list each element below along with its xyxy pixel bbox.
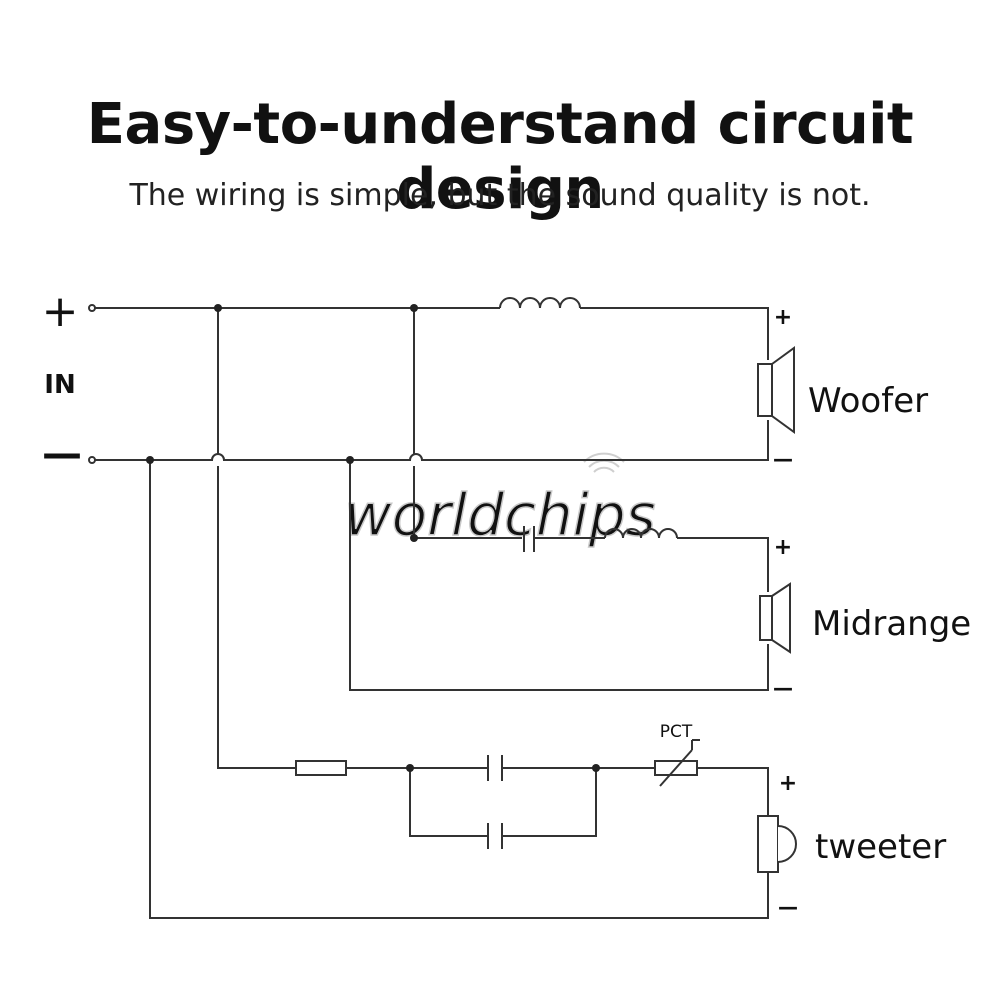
tweeter-plus-sign: + bbox=[779, 771, 797, 796]
junction-node bbox=[346, 456, 354, 464]
tweeter-minus-sign: — bbox=[778, 895, 798, 919]
input-plus-sign: + bbox=[42, 286, 79, 337]
midrange-label: Midrange bbox=[812, 604, 971, 644]
tweeter-parallel-wire bbox=[409, 768, 597, 837]
midrange-speaker-icon bbox=[759, 582, 791, 654]
woofer-plus-sign: + bbox=[774, 305, 792, 330]
midrange-wire-out bbox=[677, 537, 769, 592]
tweeter-return-wire bbox=[149, 460, 769, 919]
midrange-return-wire bbox=[349, 460, 769, 691]
junction-node bbox=[592, 764, 600, 772]
positive-bus-wire bbox=[95, 307, 769, 360]
woofer-speaker-icon bbox=[757, 346, 795, 434]
junction-node bbox=[214, 304, 222, 312]
input-minus-terminal bbox=[88, 456, 96, 464]
junction-node bbox=[410, 304, 418, 312]
page-subtitle: The wiring is simple, but the sound qual… bbox=[129, 178, 871, 213]
woofer-inductor bbox=[499, 297, 581, 309]
midrange-inductor bbox=[604, 528, 678, 539]
tweeter-capacitor-2 bbox=[487, 823, 503, 849]
tweeter-resistor bbox=[295, 760, 347, 776]
tweeter-capacitor-1 bbox=[487, 755, 503, 781]
input-minus-sign: — bbox=[42, 431, 82, 477]
woofer-label: Woofer bbox=[808, 381, 928, 421]
negative-bus-wire bbox=[95, 420, 769, 461]
pct-arrow-icon bbox=[659, 739, 700, 787]
tweeter-feed-wire bbox=[217, 308, 296, 769]
input-label: IN bbox=[44, 370, 75, 400]
page-title: Easy-to-understand circuit design bbox=[86, 92, 914, 222]
input-plus-terminal bbox=[88, 304, 96, 312]
tweeter-wire-out bbox=[697, 767, 769, 816]
midrange-plus-sign: + bbox=[774, 535, 792, 560]
tweeter-speaker-icon bbox=[757, 815, 797, 873]
wifi-icon bbox=[583, 452, 625, 473]
midrange-minus-sign: — bbox=[773, 676, 793, 700]
tweeter-label: tweeter bbox=[815, 827, 946, 867]
junction-node bbox=[406, 764, 414, 772]
junction-node bbox=[410, 534, 418, 542]
junction-node bbox=[146, 456, 154, 464]
woofer-minus-sign: — bbox=[773, 447, 793, 471]
pct-label: PCT bbox=[660, 722, 693, 742]
